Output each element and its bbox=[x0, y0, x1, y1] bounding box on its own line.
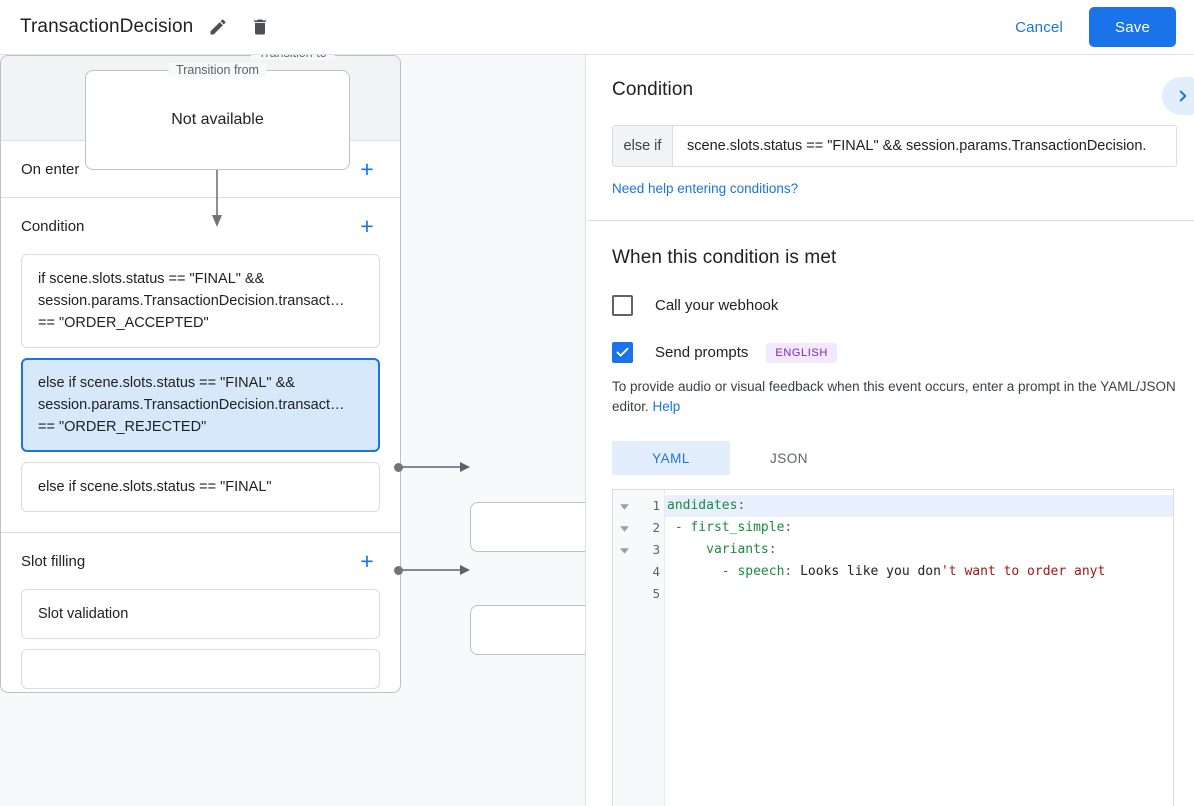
editor-code-line[interactable]: variants: bbox=[665, 539, 1173, 561]
transition-from-title: Not available bbox=[171, 111, 264, 128]
code-token: - bbox=[667, 520, 691, 535]
page-title: TransactionDecision bbox=[20, 16, 194, 37]
slot-filling-item-partial[interactable] bbox=[21, 649, 380, 689]
condition-header-title: Condition bbox=[612, 79, 694, 100]
code-token: variants bbox=[706, 542, 769, 557]
editor-format-tabs: YAML JSON bbox=[612, 441, 1169, 475]
yaml-code-editor[interactable]: 1 2 3 4 5 andidates: - first_simple: variant… bbox=[612, 489, 1174, 806]
when-condition-met-section: When this condition is met Call your web… bbox=[587, 221, 1194, 806]
call-webhook-checkbox[interactable] bbox=[612, 295, 633, 316]
section-condition: Condition + if scene.slots.status == "FI… bbox=[1, 198, 400, 533]
section-header-on-enter: On enter + bbox=[21, 141, 380, 197]
fold-toggle-icon[interactable] bbox=[613, 517, 635, 539]
editor-line-number: 5 bbox=[652, 586, 660, 601]
condition-input-row[interactable]: else if bbox=[612, 125, 1177, 167]
fold-toggle-icon[interactable] bbox=[613, 539, 635, 561]
cancel-button[interactable]: Cancel bbox=[1003, 11, 1075, 44]
condition-line: session.params.TransactionDecision.trans… bbox=[38, 397, 345, 413]
prompts-helper-sentence: To provide audio or visual feedback when… bbox=[612, 379, 1176, 414]
condition-line: == "ORDER_REJECTED" bbox=[38, 419, 207, 435]
code-token: 't want to order anyt bbox=[940, 564, 1106, 579]
code-token: : bbox=[784, 564, 801, 579]
send-prompts-row[interactable]: Send prompts ENGLISH bbox=[612, 342, 1169, 363]
slot-filling-item[interactable]: Slot validation bbox=[21, 589, 380, 639]
top-toolbar: TransactionDecision Cancel Save bbox=[0, 0, 1194, 55]
add-on-enter-button[interactable]: + bbox=[360, 155, 374, 182]
prompts-help-link[interactable]: Help bbox=[652, 399, 681, 414]
condition-line: else if scene.slots.status == "FINAL" && bbox=[38, 375, 295, 391]
edge-dot-condition-1 bbox=[394, 463, 403, 472]
edge-dot-condition-2 bbox=[394, 566, 403, 575]
editor-line-number: 3 bbox=[652, 542, 660, 557]
tab-json[interactable]: JSON bbox=[769, 450, 808, 466]
condition-line: == "ORDER_ACCEPTED" bbox=[38, 315, 209, 331]
when-condition-met-title: When this condition is met bbox=[612, 247, 837, 268]
section-header-condition: Condition + bbox=[21, 198, 380, 254]
condition-help-link[interactable]: Need help entering conditions? bbox=[612, 181, 799, 196]
transition-from-node[interactable]: Transition from Not available bbox=[85, 63, 350, 170]
section-title-on-enter: On enter bbox=[21, 160, 80, 178]
editor-line-number: 2 bbox=[652, 520, 660, 535]
code-token: : bbox=[784, 520, 793, 535]
code-token: : bbox=[768, 542, 777, 557]
editor-line-number: 1 bbox=[652, 498, 660, 513]
slot-filling-label: Slot validation bbox=[38, 606, 129, 622]
chevron-right-icon[interactable] bbox=[1162, 77, 1194, 115]
fold-gutter-blank bbox=[613, 561, 635, 583]
save-button[interactable]: Save bbox=[1089, 7, 1176, 47]
transition-to-legend: Transition to bbox=[250, 55, 335, 60]
editor-line-numbers: 1 2 3 4 5 bbox=[635, 490, 665, 806]
code-token bbox=[667, 542, 706, 557]
editor-code-area[interactable]: andidates: - first_simple: variants: - s… bbox=[665, 490, 1173, 806]
condition-detail-panel: Condition else if Need help entering con… bbox=[587, 55, 1194, 806]
send-prompts-label: Send prompts bbox=[655, 344, 749, 361]
editor-fold-gutter bbox=[613, 490, 635, 806]
condition-item[interactable]: else if scene.slots.status == "FINAL" bbox=[21, 462, 380, 512]
condition-item-selected[interactable]: else if scene.slots.status == "FINAL" &&… bbox=[21, 358, 380, 452]
trash-icon[interactable] bbox=[243, 10, 277, 44]
transition-from-legend: Transition from bbox=[168, 63, 267, 77]
pencil-icon[interactable] bbox=[201, 10, 235, 44]
section-slot-filling: Slot filling + Slot validation bbox=[1, 533, 400, 692]
editor-line-number: 4 bbox=[652, 564, 660, 579]
code-token: Looks like you don bbox=[800, 564, 941, 579]
transition-target-box[interactable] bbox=[470, 502, 585, 552]
webhook-row[interactable]: Call your webhook bbox=[612, 295, 1169, 316]
add-slot-filling-button[interactable]: + bbox=[360, 547, 374, 574]
tab-yaml[interactable]: YAML bbox=[612, 441, 730, 475]
section-title-slot-filling: Slot filling bbox=[21, 552, 86, 570]
code-token: andidates bbox=[667, 498, 738, 513]
condition-line: session.params.TransactionDecision.trans… bbox=[38, 293, 345, 309]
prompts-helper-text: To provide audio or visual feedback when… bbox=[612, 377, 1177, 417]
editor-code-line[interactable] bbox=[665, 583, 1173, 605]
section-on-enter: On enter + bbox=[1, 141, 400, 198]
editor-code-line[interactable]: andidates: bbox=[665, 495, 1173, 517]
code-token: first_simple bbox=[690, 520, 785, 535]
section-title-condition: Condition bbox=[21, 217, 85, 235]
fold-toggle-icon[interactable] bbox=[613, 495, 635, 517]
condition-item[interactable]: if scene.slots.status == "FINAL" && sess… bbox=[21, 254, 380, 348]
code-token: : bbox=[737, 498, 746, 513]
add-condition-button[interactable]: + bbox=[360, 212, 374, 239]
editor-code-line[interactable]: - first_simple: bbox=[665, 517, 1173, 539]
condition-line: if scene.slots.status == "FINAL" && bbox=[38, 271, 265, 287]
language-badge: ENGLISH bbox=[766, 342, 837, 363]
code-token: speech bbox=[737, 564, 785, 579]
code-token: - bbox=[667, 564, 738, 579]
send-prompts-checkbox[interactable] bbox=[612, 342, 633, 363]
editor-code-line[interactable]: - speech: Looks like you don't want to o… bbox=[665, 561, 1173, 583]
transition-target-box[interactable] bbox=[470, 605, 585, 655]
condition-prefix-label: else if bbox=[613, 126, 673, 166]
condition-section: Condition else if Need help entering con… bbox=[587, 55, 1194, 221]
condition-expression-input[interactable] bbox=[673, 126, 1176, 166]
section-header-slot-filling: Slot filling + bbox=[21, 533, 380, 589]
condition-line: else if scene.slots.status == "FINAL" bbox=[38, 479, 272, 495]
fold-gutter-blank bbox=[613, 583, 635, 605]
call-webhook-label: Call your webhook bbox=[655, 297, 779, 314]
scene-graph-panel[interactable]: Transition from Not available Transition… bbox=[0, 55, 586, 806]
